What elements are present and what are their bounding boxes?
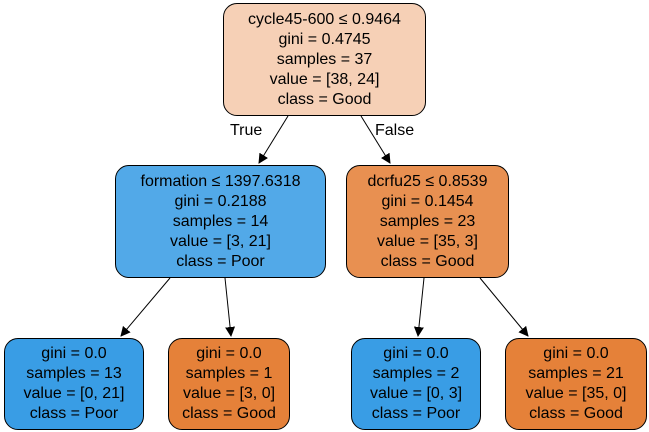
node-value: value = [38, 24] xyxy=(269,70,380,88)
node-value: value = [0, 21] xyxy=(23,385,125,402)
edge-root-to-left xyxy=(258,115,289,164)
node-samples: samples = 13 xyxy=(26,365,122,382)
node-class: class = Good xyxy=(182,405,276,422)
node-split-condition: dcrfu25 ≤ 0.8539 xyxy=(367,172,488,190)
node-gini: gini = 0.1454 xyxy=(381,192,474,210)
edge-left-to-leftleft xyxy=(120,277,171,337)
node-samples: samples = 37 xyxy=(276,50,373,68)
node-gini: gini = 0.0 xyxy=(543,345,609,362)
edge-root-to-right xyxy=(360,115,391,164)
node-samples: samples = 14 xyxy=(172,212,269,230)
node-value: value = [35, 3] xyxy=(377,232,478,250)
node-split-condition: formation ≤ 1397.6318 xyxy=(140,172,301,190)
tree-leaf-left-left: gini = 0.0 samples = 13 value = [0, 21] … xyxy=(4,338,144,430)
node-class: class = Good xyxy=(380,252,475,270)
node-value: value = [3, 0] xyxy=(182,385,276,402)
node-class: class = Good xyxy=(277,90,372,108)
node-gini: gini = 0.4745 xyxy=(278,30,371,48)
node-class: class = Poor xyxy=(176,252,265,270)
node-samples: samples = 23 xyxy=(379,212,476,230)
node-class: class = Poor xyxy=(371,405,461,422)
node-gini: gini = 0.0 xyxy=(41,345,107,362)
edge-label-false: False xyxy=(375,122,415,139)
node-samples: samples = 21 xyxy=(528,365,624,382)
edge-label-true: True xyxy=(230,122,263,139)
node-value: value = [3, 21] xyxy=(170,232,271,250)
node-split-condition: cycle45-600 ≤ 0.9464 xyxy=(248,10,401,28)
tree-leaf-right-right: gini = 0.0 samples = 21 value = [35, 0] … xyxy=(505,338,647,430)
tree-node-left: formation ≤ 1397.6318 gini = 0.2188 samp… xyxy=(115,165,326,278)
node-gini: gini = 0.2188 xyxy=(174,192,267,210)
node-gini: gini = 0.0 xyxy=(196,345,262,362)
edge-right-to-rightleft xyxy=(413,277,425,337)
tree-node-root: cycle45-600 ≤ 0.9464 gini = 0.4745 sampl… xyxy=(223,3,426,116)
tree-node-right: dcrfu25 ≤ 0.8539 gini = 0.1454 samples =… xyxy=(346,165,509,278)
tree-leaf-left-right: gini = 0.0 samples = 1 value = [3, 0] cl… xyxy=(168,338,290,430)
node-class: class = Good xyxy=(529,405,623,422)
edge-right-to-rightright xyxy=(479,277,529,337)
node-value: value = [35, 0] xyxy=(525,385,627,402)
node-samples: samples = 2 xyxy=(372,365,460,382)
edge-left-to-leftright xyxy=(224,277,236,337)
node-gini: gini = 0.0 xyxy=(383,345,449,362)
tree-leaf-right-left: gini = 0.0 samples = 2 value = [0, 3] cl… xyxy=(351,338,481,430)
node-class: class = Poor xyxy=(29,405,119,422)
node-samples: samples = 1 xyxy=(185,365,273,382)
node-value: value = [0, 3] xyxy=(369,385,463,402)
